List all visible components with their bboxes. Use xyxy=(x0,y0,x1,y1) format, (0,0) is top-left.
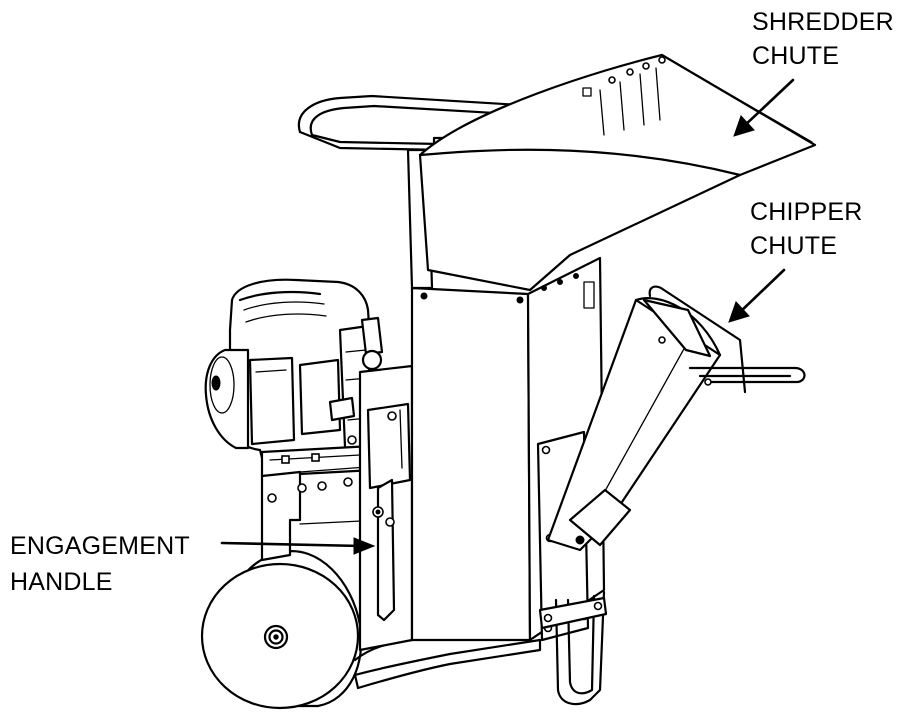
chipper-chute xyxy=(546,285,806,552)
shredder-arrow-head xyxy=(733,115,755,137)
engagement-label-line2: HANDLE xyxy=(10,568,113,596)
shredder-chute xyxy=(418,53,817,292)
engagement-handle-callout: ENGAGEMENT HANDLE xyxy=(10,532,376,596)
engine xyxy=(204,278,384,562)
lower-frame xyxy=(353,638,542,690)
engagement-handle xyxy=(366,402,412,622)
chipper-chute-callout: CHIPPER CHUTE xyxy=(728,198,863,323)
wheel-hub xyxy=(263,624,289,650)
chipper-arrow-head xyxy=(728,301,750,323)
shredder-label-line1: SHREDDER xyxy=(752,8,894,36)
shredder-label-line2: CHUTE xyxy=(752,42,839,70)
engagement-label-line1: ENGAGEMENT xyxy=(10,532,190,560)
rear-stand xyxy=(538,590,608,706)
shredder-arrow-shaft xyxy=(740,78,795,130)
chipper-label-line2: CHUTE xyxy=(750,232,837,260)
engagement-arrow-shaft xyxy=(220,541,364,548)
engagement-arrow-head xyxy=(353,537,376,555)
chipper-label-line1: CHIPPER xyxy=(750,198,863,226)
shredder-chute-callout: SHREDDER CHUTE xyxy=(733,8,894,137)
chipper-arrow-shaft xyxy=(736,268,786,316)
wheel xyxy=(200,550,363,710)
